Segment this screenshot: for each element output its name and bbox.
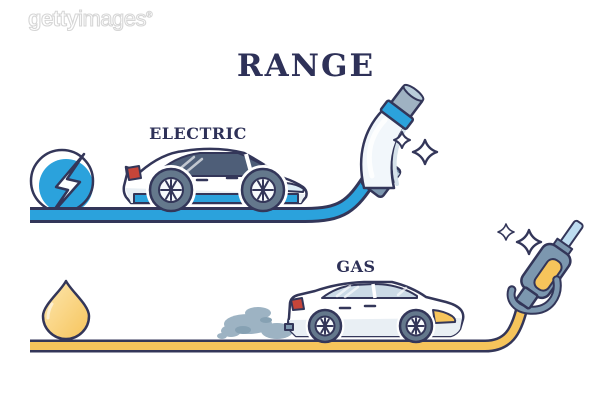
electric-car-rocker-stripe (133, 193, 299, 204)
sparkle-icons (394, 132, 543, 256)
wheel (307, 308, 343, 344)
watermark-brand-light: images (78, 5, 148, 31)
sparkle-icon (497, 223, 515, 241)
sparkle-icon (515, 228, 543, 256)
watermark-registered: ® (145, 9, 153, 20)
wheel (148, 167, 194, 213)
gas-road (30, 306, 529, 353)
gettyimages-watermark: gettyimages® (27, 5, 153, 32)
gas-car-headlight (432, 309, 457, 324)
exhaust-pipe (284, 323, 294, 331)
gas-car-wheels (307, 308, 434, 344)
wheel (398, 308, 434, 344)
door-handles (195, 176, 239, 182)
electric-label: ELECTRIC (149, 124, 247, 143)
fuel-pump-nozzle-icon (506, 219, 584, 315)
lightning-bolt-circle-icon (29, 148, 95, 218)
door-handles (338, 304, 377, 310)
electric-car-taillight (126, 165, 142, 181)
gas-car-taillight (290, 297, 305, 311)
sparkle-icon (394, 132, 410, 148)
exhaust-smoke-icon (217, 307, 293, 339)
sparkle-icon (411, 138, 439, 166)
ev-charging-plug-icon (359, 83, 425, 199)
watermark-brand-bold: getty (27, 5, 79, 31)
gas-label: GAS (336, 257, 376, 276)
diagram-title: RANGE (236, 48, 376, 84)
fuel-drop-icon (41, 279, 91, 341)
wheel (240, 167, 286, 213)
electric-car-headlight (285, 182, 305, 193)
electric-car-wheels (148, 167, 286, 213)
